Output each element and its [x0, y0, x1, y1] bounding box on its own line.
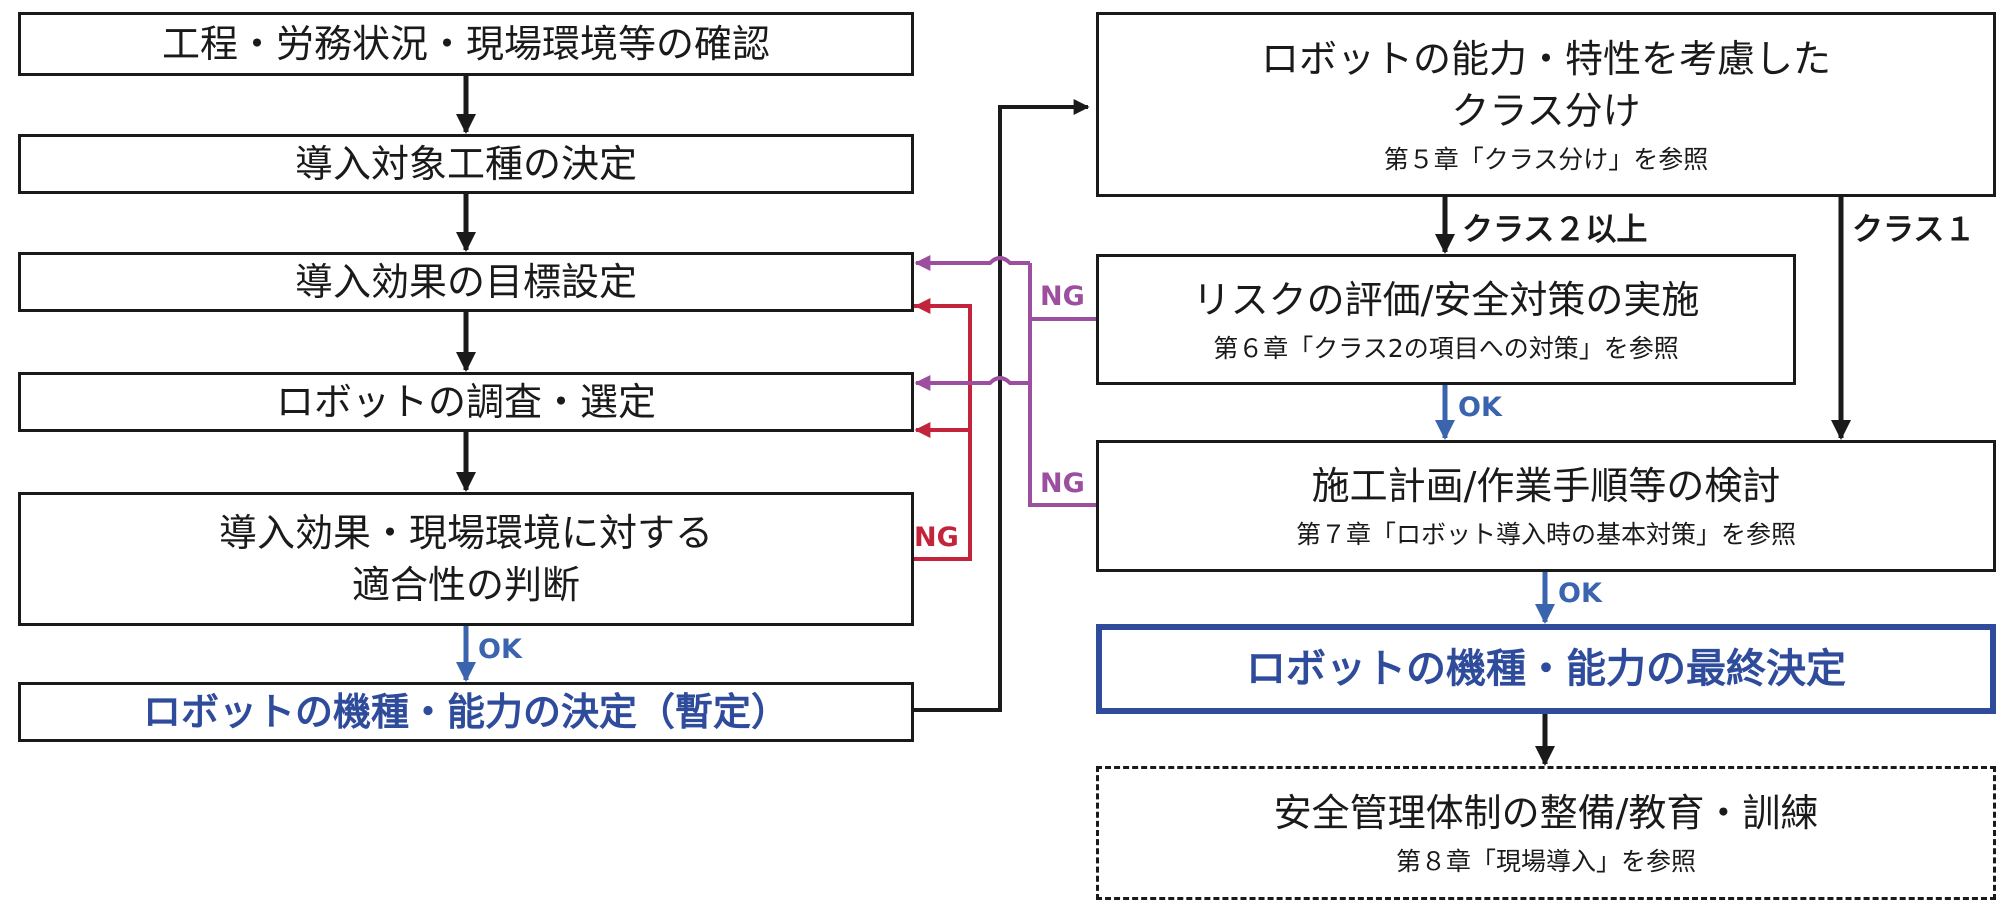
step-robot-survey-text: ロボットの調査・選定 — [275, 380, 656, 424]
step-provisional-decision-text: ロボットの機種・能力の決定（暫定） — [142, 690, 789, 734]
construction-plan-title: 施工計画/作業手順等の検討 — [1311, 464, 1781, 508]
step-site-check-box: 工程・労務状況・現場環境等の確認 — [18, 12, 914, 76]
step-robot-survey-box: ロボットの調査・選定 — [18, 372, 914, 432]
step-site-check-text: 工程・労務状況・現場環境等の確認 — [161, 22, 770, 66]
ok-label-left: OK — [478, 634, 522, 665]
step-suitability-box: 導入効果・現場環境に対する 適合性の判断 — [18, 492, 914, 626]
ng-label-red: NG — [914, 522, 959, 553]
ng-label-purple-lower: NG — [1040, 468, 1085, 499]
safety-management-reference: 第８章「現場導入」を参照 — [1395, 847, 1696, 876]
classification-box: ロボットの能力・特性を考慮した クラス分け 第５章「クラス分け」を参照 — [1096, 12, 1996, 197]
step-goal-setting-text: 導入効果の目標設定 — [294, 260, 637, 304]
ng-purple-from-plan — [1028, 263, 1096, 507]
ok-label-plan: OK — [1558, 578, 1602, 609]
safety-management-title: 安全管理体制の整備/教育・訓練 — [1273, 791, 1819, 835]
construction-plan-reference: 第７章「ロボット導入時の基本対策」を参照 — [1295, 520, 1796, 549]
step-provisional-decision-box: ロボットの機種・能力の決定（暫定） — [18, 682, 914, 742]
construction-plan-box: 施工計画/作業手順等の検討 第７章「ロボット導入時の基本対策」を参照 — [1096, 440, 1996, 572]
classification-reference: 第５章「クラス分け」を参照 — [1383, 144, 1709, 174]
final-decision-text: ロボットの機種・能力の最終決定 — [1246, 646, 1846, 692]
class2-label: クラス２以上 — [1462, 212, 1648, 248]
ng-label-purple-upper: NG — [1040, 281, 1085, 312]
risk-assessment-reference: 第６章「クラス2の項目への対策」を参照 — [1213, 333, 1679, 363]
classification-line1: ロボットの能力・特性を考慮した — [1260, 36, 1831, 81]
step-suitability-line2: 適合性の判断 — [351, 563, 580, 607]
ng-purple-to-step3 — [914, 255, 1030, 271]
final-decision-box: ロボットの機種・能力の最終決定 — [1096, 624, 1996, 714]
step-target-work-text: 導入対象工種の決定 — [294, 142, 637, 186]
ok-label-risk: OK — [1458, 392, 1502, 423]
step-target-work-box: 導入対象工種の決定 — [18, 134, 914, 194]
class1-label: クラス１ — [1852, 212, 1976, 248]
risk-assessment-box: リスクの評価/安全対策の実施 第６章「クラス2の項目への対策」を参照 — [1096, 254, 1796, 385]
classification-line2: クラス分け — [1451, 88, 1641, 133]
risk-assessment-title: リスクの評価/安全対策の実施 — [1192, 277, 1700, 322]
step-goal-setting-box: 導入効果の目標設定 — [18, 252, 914, 312]
safety-management-box: 安全管理体制の整備/教育・訓練 第８章「現場導入」を参照 — [1096, 766, 1996, 900]
step-suitability-line1: 導入効果・現場環境に対する — [218, 511, 713, 555]
arrow-step6-to-classify — [914, 99, 1090, 712]
ng-purple-to-step4 — [914, 375, 1030, 391]
